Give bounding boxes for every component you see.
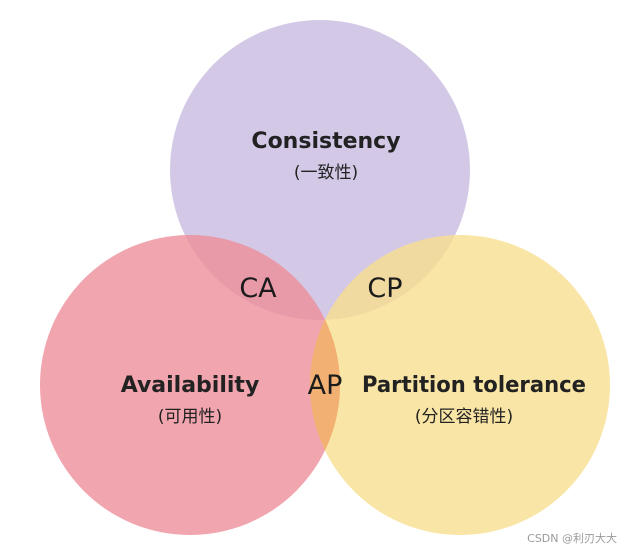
- partition-tolerance-subtitle: (分区容错性): [415, 407, 513, 427]
- consistency-title: Consistency: [251, 129, 400, 154]
- cp-overlap-label: CP: [367, 273, 402, 304]
- consistency-circle: [170, 20, 470, 320]
- availability-circle: [40, 235, 340, 535]
- availability-subtitle: (可用性): [158, 407, 222, 427]
- watermark: CSDN @利刃大大: [527, 532, 617, 545]
- consistency-subtitle: (一致性): [294, 163, 358, 183]
- ap-overlap-label: AP: [308, 370, 343, 401]
- availability-title: Availability: [121, 373, 260, 398]
- ca-overlap-label: CA: [239, 273, 277, 304]
- partition-tolerance-circle: [310, 235, 610, 535]
- partition-tolerance-title: Partition tolerance: [362, 373, 586, 398]
